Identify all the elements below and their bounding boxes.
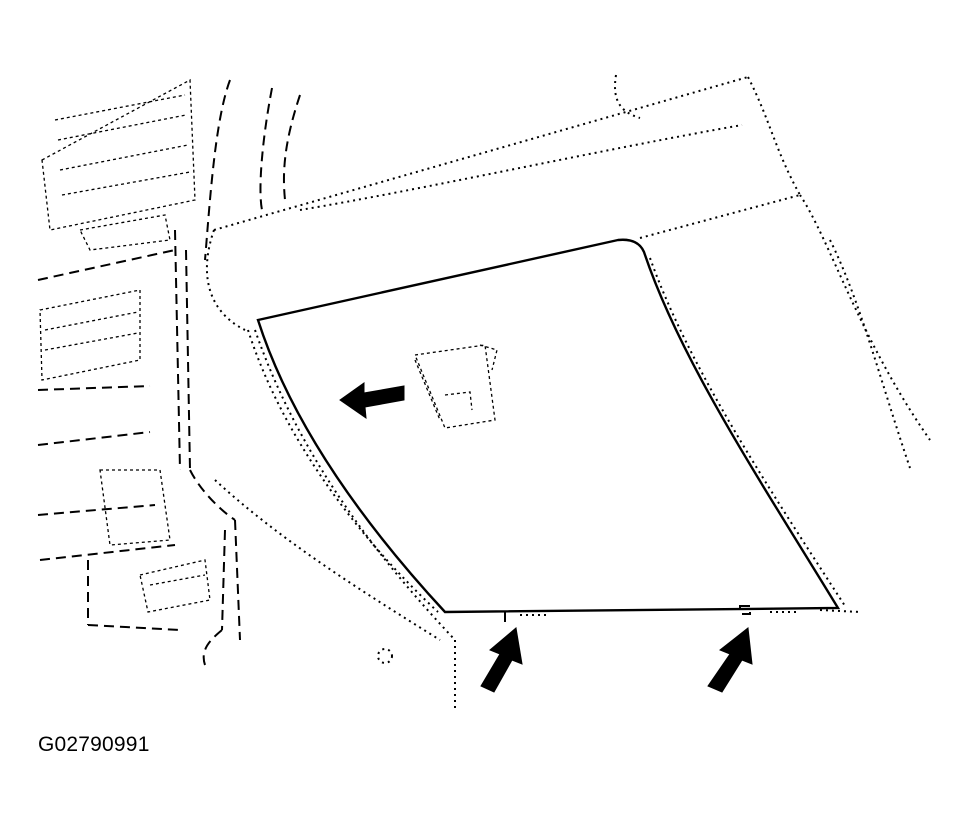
push-up-arrow-left: [480, 627, 523, 693]
figure-id-label: G02790991: [38, 733, 150, 756]
slide-left-arrow: [339, 382, 405, 420]
glove-box-door: [247, 238, 846, 664]
instrument-panel-outline: [205, 74, 931, 710]
radio-stack: [39, 78, 211, 613]
door-latch-detail: [414, 344, 498, 429]
center-console-outline: [37, 79, 301, 666]
push-up-arrow-right: [707, 627, 753, 693]
